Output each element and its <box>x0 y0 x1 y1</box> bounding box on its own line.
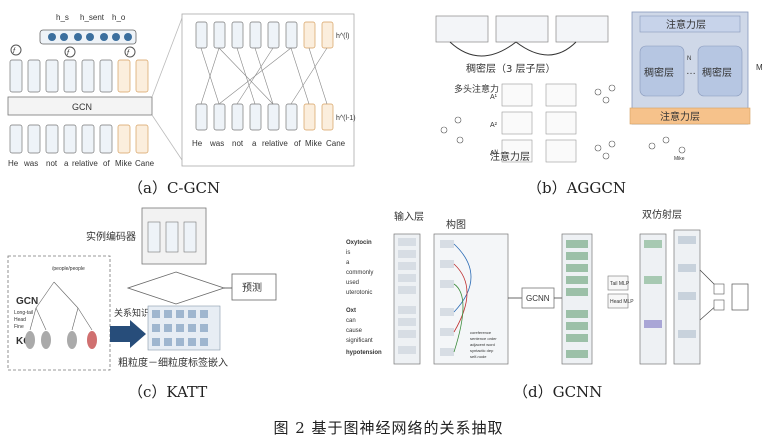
word: He <box>8 159 19 168</box>
word: relative <box>72 159 98 168</box>
caption-d: （d）GCNN <box>513 381 602 402</box>
katt-diagram: 实例编码器 预测 GCN KG /people/people Long-tail… <box>0 200 330 380</box>
dense-right-label: 稠密层 <box>702 66 732 79</box>
tree-root: /people/people <box>52 266 85 272</box>
h-s-label: h_s <box>56 13 69 22</box>
token: significant <box>346 338 373 344</box>
gcn-text: GCN <box>16 296 38 307</box>
word: a <box>64 159 69 168</box>
dense-layer-label: 稠密层（3 层子层） <box>466 62 556 75</box>
token: uterotonic <box>346 290 372 296</box>
gcnn-box-label: GCNN <box>526 294 550 303</box>
word: Mike <box>115 159 132 168</box>
predict-label: 预测 <box>242 281 262 294</box>
token: Oxytocin <box>346 240 372 246</box>
legend-item: adjacent word <box>470 342 495 347</box>
figure-title: 图 2 基于图神经网络的关系抽取 <box>0 417 777 438</box>
instance-encoder-label: 实例编码器 <box>86 230 136 243</box>
legend-item: coreference <box>470 330 492 335</box>
word: was <box>209 139 224 148</box>
kg-nodes <box>25 331 97 349</box>
relation-knowledge-label: 关系知识 <box>114 307 150 319</box>
bottom-attention-label: 注意力层 <box>660 110 700 123</box>
output-box <box>732 284 748 310</box>
word: of <box>103 159 110 168</box>
legend-item: syntactic dep <box>470 348 494 353</box>
h-sent-label: h_sent <box>80 13 105 22</box>
bottom-tree <box>649 137 685 153</box>
legend-item: Fine <box>14 324 24 330</box>
head-mlp-label: Head MLP <box>610 299 634 305</box>
kg-tree <box>30 282 92 330</box>
m-label: M <box>756 63 763 72</box>
c-gcn-diagram: h_s h_sent h_o f f f GCN <box>0 0 400 200</box>
dense-left-label: 稠密层 <box>644 66 674 79</box>
attention-diamond <box>128 272 224 304</box>
panel-b: 稠密层（3 层子层） A¹ A² Aᴺ 多头注意力 注意力层 注意力层 稠密层 … <box>420 0 777 200</box>
sentence-left: He was not a relative of Mike Cane <box>8 159 155 168</box>
word: relative <box>262 139 288 148</box>
token: commonly <box>346 270 373 276</box>
token: cause <box>346 328 363 334</box>
b-sentence: Mike <box>674 156 685 162</box>
caption-c: （c）KATT <box>128 381 207 402</box>
token: hypotension <box>346 350 382 356</box>
gcn-label: GCN <box>72 102 92 112</box>
word: Cane <box>326 139 346 148</box>
caption-b: （b）AGGCN <box>527 177 626 198</box>
panel-d: 输入层 构图 双仿射层 Oxytocin is a commonly used … <box>340 200 777 380</box>
caption-a: （a）C-GCN <box>128 177 220 198</box>
ellipsis: … <box>686 66 696 77</box>
pooled-vectors <box>40 30 136 44</box>
token: can <box>346 318 356 324</box>
token: used <box>346 280 359 286</box>
legend-item: self-node <box>470 354 487 359</box>
top-attention-label: 注意力层 <box>666 18 706 31</box>
word: was <box>23 159 38 168</box>
h-o-label: h_o <box>112 13 126 22</box>
dense-layer-graphs <box>436 16 608 42</box>
word: not <box>232 139 244 148</box>
relation-arrow <box>110 320 146 348</box>
output-arrows <box>700 270 718 320</box>
layer-bottom-label: h^(l-1) <box>336 115 356 122</box>
encoder-cells <box>148 222 196 252</box>
word: He <box>192 139 203 148</box>
adj-a1: A¹ <box>490 94 498 101</box>
layer-top-label: h^(l) <box>336 33 349 40</box>
tail-mlp-label: Tail MLP <box>610 281 630 287</box>
word: of <box>294 139 301 148</box>
word: not <box>46 159 58 168</box>
word: Cane <box>135 159 155 168</box>
input-layer-label: 输入层 <box>394 210 424 223</box>
upper-token-columns <box>10 60 148 92</box>
aggcn-diagram: 稠密层（3 层子层） A¹ A² Aᴺ 多头注意力 注意力层 注意力层 稠密层 … <box>420 0 777 200</box>
token-list: Oxytocin is a commonly used uterotonic O… <box>346 240 382 356</box>
multi-head-label: 多头注意力 <box>454 83 499 95</box>
gcnn-diagram: 输入层 构图 双仿射层 Oxytocin is a commonly used … <box>340 200 777 380</box>
token: a <box>346 260 350 266</box>
coarse-fine-label: 粗粒度－细粒度标签嵌入 <box>118 356 228 369</box>
legend-item: Head <box>14 317 26 323</box>
legend-item: Long-tail <box>14 310 33 316</box>
biaffine-column-1 <box>640 234 666 364</box>
adjacency-matrices <box>502 84 576 162</box>
attention-layer-label: 注意力层 <box>490 150 530 163</box>
panel-a: h_s h_sent h_o f f f GCN <box>0 0 400 200</box>
token: Oxt <box>346 308 356 314</box>
lower-token-columns <box>10 125 148 153</box>
kg-legend: Long-tail Head Fine <box>14 310 33 330</box>
graph-building-label: 构图 <box>446 218 466 231</box>
panel-c: 实例编码器 预测 GCN KG /people/people Long-tail… <box>0 200 330 380</box>
adj-a2: A² <box>490 122 498 129</box>
biaffine-layer-label: 双仿射层 <box>642 208 682 221</box>
token: is <box>346 250 350 256</box>
legend-item: sentence order <box>470 336 497 341</box>
n-label: N <box>687 56 691 62</box>
word: a <box>252 139 257 148</box>
word: Mike <box>305 139 322 148</box>
